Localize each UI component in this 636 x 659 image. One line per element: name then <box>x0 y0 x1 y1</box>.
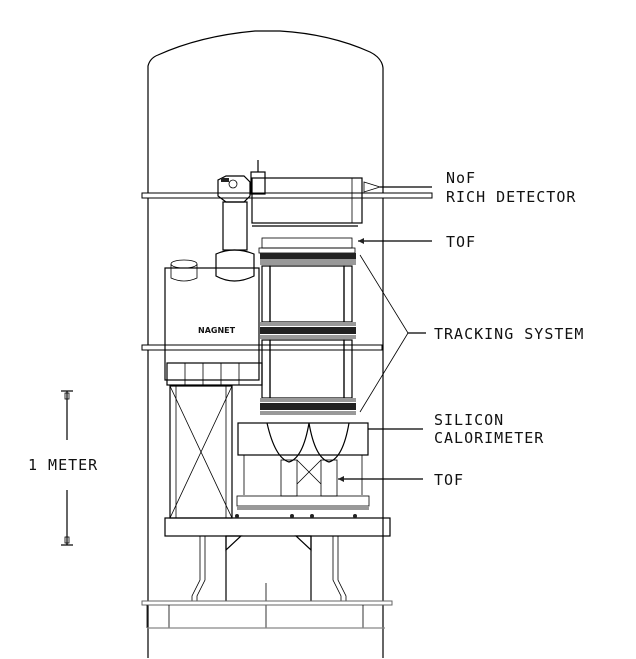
magnet: NAGNET <box>164 267 260 381</box>
tof-bottom-label: TOF <box>434 471 464 489</box>
rich-label-line1: NoF <box>446 169 476 187</box>
tracking-system <box>260 253 356 415</box>
dewar <box>170 175 255 282</box>
tof-top-label: TOF <box>446 233 476 251</box>
support-legs <box>191 535 347 628</box>
tracking-label: TRACKING SYSTEM <box>434 325 584 343</box>
base-platform <box>164 514 391 537</box>
leader-lines <box>338 186 432 482</box>
magnet-label: NAGNET <box>198 326 236 335</box>
silicon-calorimeter <box>237 422 369 497</box>
scale-bar <box>61 390 73 546</box>
support-truss <box>166 362 263 519</box>
gondola-outline <box>147 30 384 658</box>
rich-label-line2: RICH DETECTOR <box>446 188 576 206</box>
support-rail-upper <box>141 192 433 199</box>
tof-bottom <box>236 495 370 510</box>
rich-detector <box>250 160 382 227</box>
scale-label: 1 METER <box>28 456 98 474</box>
gondola-floor <box>141 600 393 629</box>
tof-top <box>258 237 356 254</box>
calorimeter-label-line2: CALORIMETER <box>434 429 544 447</box>
calorimeter-label-line1: SILICON <box>434 411 504 429</box>
